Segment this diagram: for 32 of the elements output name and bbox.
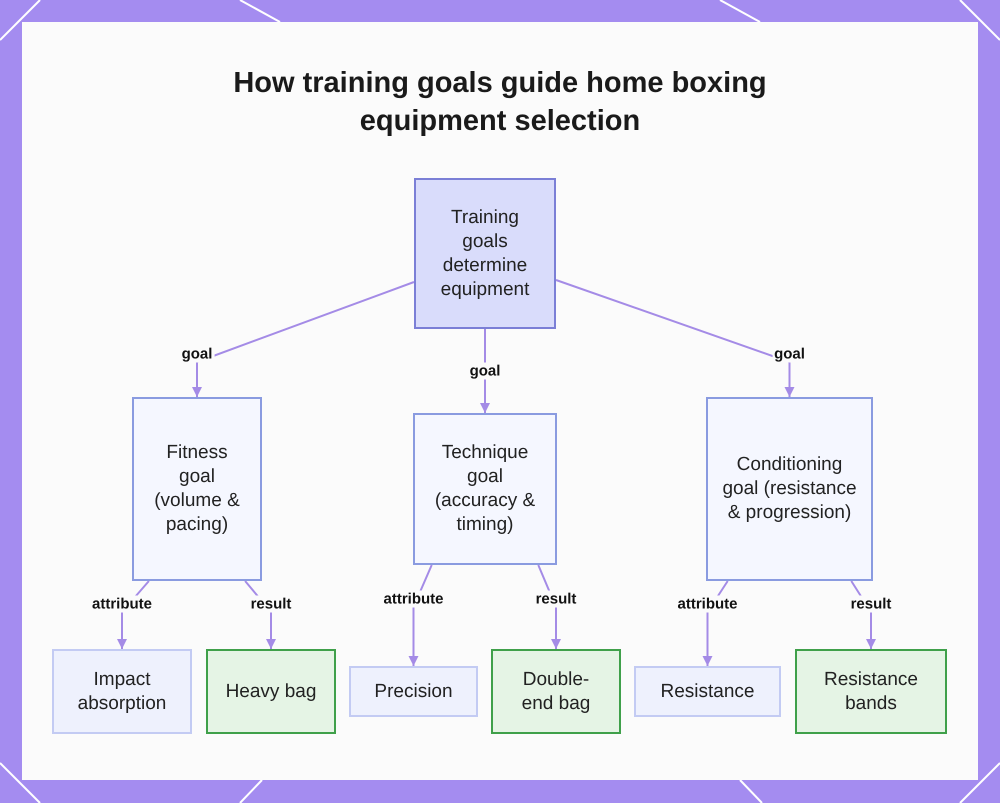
node-label: Fitness goal (volume & pacing) <box>153 441 241 537</box>
edge-label: goal <box>468 362 502 380</box>
edge-label: result <box>848 596 894 612</box>
title: How training goals guide home boxing equipment selection <box>232 66 768 139</box>
result-box <box>795 649 947 734</box>
connector-arrow <box>556 279 794 397</box>
result-box <box>491 649 621 734</box>
edge-label: attribute <box>90 596 154 612</box>
node-label: Technique goal (accuracy & timing) <box>434 441 536 537</box>
node-label: Precision <box>373 680 454 704</box>
node-label: Resistance bands <box>823 668 919 716</box>
node-label: Conditioning goal (resistance & progression) <box>721 453 858 525</box>
edge-label: result <box>248 596 294 612</box>
node-label: Double-end bag <box>520 668 592 716</box>
connector-arrow <box>192 281 414 397</box>
node-label: Heavy bag <box>224 680 318 704</box>
attribute-box <box>52 649 192 734</box>
goal-box <box>413 413 557 565</box>
attribute-box <box>634 666 781 717</box>
edge-label: goal <box>772 346 807 362</box>
goal-box <box>132 397 262 581</box>
attribute-box <box>349 666 478 717</box>
node-label: Training goals determine equipment <box>440 206 530 302</box>
edge-label: result <box>534 590 578 608</box>
edge-label: attribute <box>676 596 740 612</box>
goal-box <box>706 397 873 581</box>
node-label: Resistance <box>660 680 756 704</box>
edge-label: goal <box>180 346 214 362</box>
edge-label: attribute <box>382 590 446 608</box>
node-label: Impact absorption <box>76 668 168 716</box>
result-box <box>206 649 336 734</box>
topic-box <box>414 178 556 329</box>
